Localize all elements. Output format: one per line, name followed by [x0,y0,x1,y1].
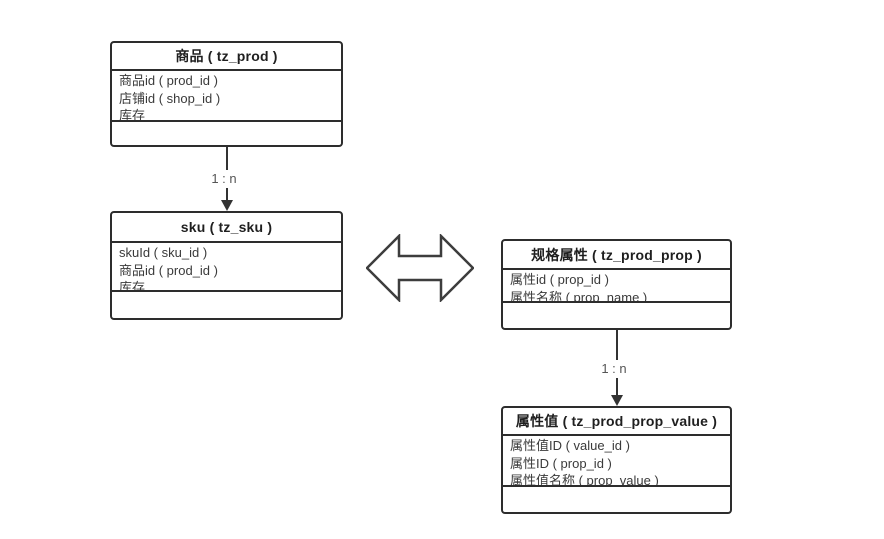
field-prod-id: 商品id ( prod_id ) [119,262,218,278]
table-prod-prop: 规格属性 ( tz_prod_prop ) 属性id ( prop_id ) 属… [501,239,732,330]
arrowhead-down-icon [611,395,623,406]
table-prod-prop-empty-row [503,301,730,328]
table-prod-prop-fields: 属性id ( prop_id ) 属性名称 ( prop_name ) [503,270,730,301]
table-prod-prop-value-empty-row [503,485,730,512]
cardinality-label-prop-value: 1 : n [591,360,637,378]
table-prod-prop-value: 属性值 ( tz_prod_prop_value ) 属性值ID ( value… [501,406,732,514]
field-prod-id: 商品id ( prod_id ) [119,73,218,88]
table-prod-prop-value-fields: 属性值ID ( value_id ) 属性ID ( prop_id ) 属性值名… [503,436,730,485]
field-value-id: 属性值ID ( value_id ) [510,438,630,453]
double-arrow-icon [366,234,474,302]
field-prop-value: 属性值名称 ( prop_value ) [510,473,659,485]
field-prop-id: 属性id ( prop_id ) [510,272,609,287]
table-sku-fields: skuId ( sku_id ) 商品id ( prod_id ) 库存 [112,243,341,290]
field-stock: 库存 [119,108,146,120]
field-prop-id: 属性ID ( prop_id ) [510,455,612,471]
table-prod: 商品 ( tz_prod ) 商品id ( prod_id ) 店铺id ( s… [110,41,343,147]
table-sku: sku ( tz_sku ) skuId ( sku_id ) 商品id ( p… [110,211,343,320]
table-sku-title: sku ( tz_sku ) [112,213,341,243]
cardinality-label-prod-sku: 1 : n [201,170,247,188]
field-shop-id: 店铺id ( shop_id ) [119,90,221,106]
table-sku-empty-row [112,290,341,318]
field-stock: 库存 [119,280,146,290]
table-prod-title: 商品 ( tz_prod ) [112,43,341,71]
field-prop-name: 属性名称 ( prop_name ) [510,289,648,302]
field-sku-id: skuId ( sku_id ) [119,245,208,260]
arrowhead-down-icon [221,200,233,211]
table-prod-fields: 商品id ( prod_id ) 店铺id ( shop_id ) 库存 [112,71,341,120]
table-prod-prop-value-title: 属性值 ( tz_prod_prop_value ) [503,408,730,436]
table-prod-empty-row [112,120,341,145]
table-prod-prop-title: 规格属性 ( tz_prod_prop ) [503,241,730,270]
